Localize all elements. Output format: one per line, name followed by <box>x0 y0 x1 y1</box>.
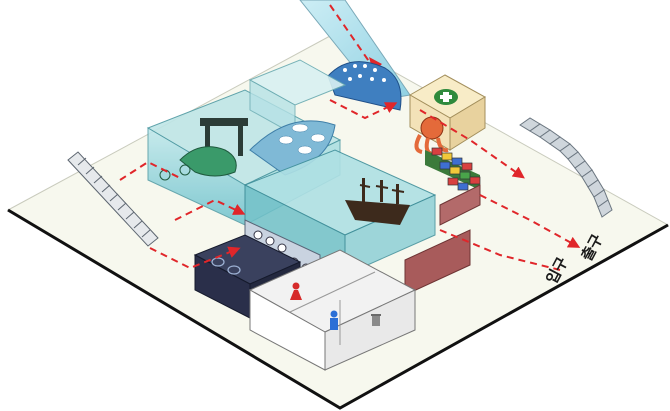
route-segment-east <box>419 109 525 179</box>
route-segment-north <box>329 99 398 120</box>
visitor-route <box>119 99 581 271</box>
entrance-escalator <box>67 151 159 247</box>
rear-tank <box>248 59 347 136</box>
female-restroom-icon <box>290 282 302 300</box>
wave-exhibit <box>327 61 402 111</box>
male-restroom-icon <box>330 310 338 330</box>
shipwreck-tank <box>243 149 437 276</box>
dragon-display <box>159 118 248 181</box>
fish-school <box>249 120 336 176</box>
exit-stairs <box>519 117 613 218</box>
block-wall <box>425 147 481 191</box>
trash-bin-icon <box>371 314 381 326</box>
restroom-block <box>248 249 417 371</box>
shipwreck-model <box>345 178 410 225</box>
route-segment-inner <box>174 198 246 221</box>
route-segment-south <box>439 229 561 271</box>
first-aid-cross-icon <box>434 89 458 105</box>
brick-wall-right <box>404 184 481 296</box>
octopus-exhibit <box>414 116 449 156</box>
route-segment-exit <box>479 194 581 248</box>
route-segment-entry <box>149 246 241 270</box>
